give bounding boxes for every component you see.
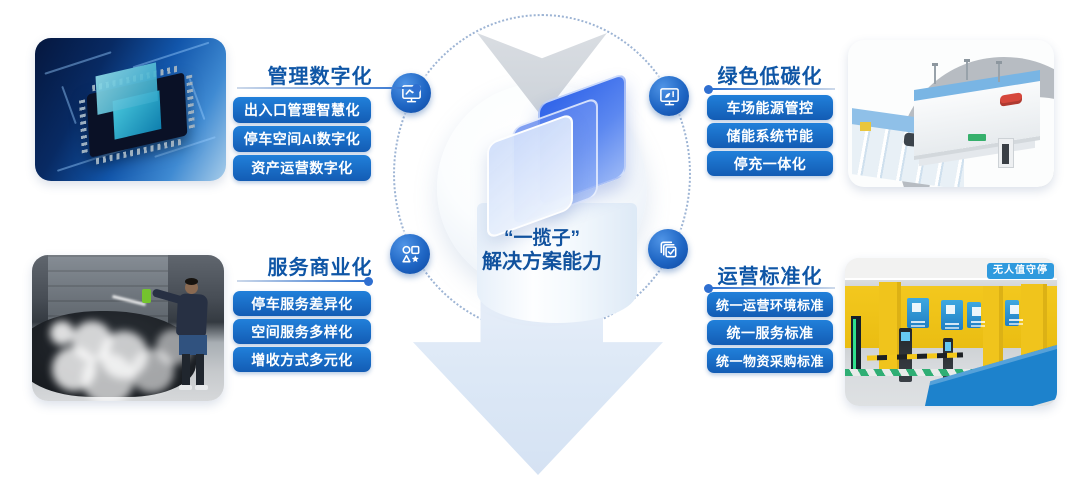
title-underline (704, 84, 835, 94)
group-title-service: 服务商业化 (267, 257, 373, 279)
pill-operation-3: 统一物资采购标准 (707, 348, 833, 373)
pill-service-3: 增收方式多元化 (233, 347, 371, 372)
pill-management-2: 停车空间AI数字化 (233, 126, 371, 152)
title-underline (237, 83, 421, 93)
pill-green-3: 停充一体化 (707, 151, 833, 176)
stacked-check-icon (648, 229, 688, 269)
title-underline (704, 283, 835, 293)
center-title: “一揽子” 解决方案能力 (458, 228, 626, 274)
pill-green-1: 车场能源管控 (707, 95, 833, 120)
worker (175, 293, 209, 337)
circuit-board-photo (35, 38, 226, 181)
wall-sign (941, 300, 963, 330)
wall-sign (967, 302, 985, 328)
title-underline (237, 276, 373, 286)
pill-management-3: 资产运营数字化 (233, 155, 371, 181)
parking-3d-render-photo (848, 40, 1054, 187)
wall-sign (907, 298, 929, 328)
car-wash-photo (32, 255, 224, 401)
payment-kiosk (943, 338, 953, 380)
eco-monitor-icon (649, 76, 689, 116)
pill-management-1: 出入口管理智慧化 (233, 97, 371, 123)
line-dot (412, 83, 421, 93)
foam (50, 321, 74, 345)
shapes-icon (390, 234, 430, 274)
line-dot (364, 276, 373, 286)
group-title-operation: 运营标准化 (717, 266, 823, 288)
line-dot (704, 84, 713, 94)
monitor-chart-icon (391, 73, 431, 113)
pill-operation-2: 统一服务标准 (707, 320, 833, 345)
entry-sign-panel (851, 316, 861, 374)
group-title-management: 管理数字化 (267, 66, 373, 88)
wall-sign (1005, 300, 1023, 326)
pill-green-2: 储能系统节能 (707, 123, 833, 148)
parking-garage-photo: 无人值守停 (845, 258, 1057, 406)
line-dot (704, 283, 713, 293)
center-title-line1: “一揽子” (503, 228, 580, 249)
group-title-green: 绿色低碳化 (717, 66, 823, 88)
pill-operation-1: 统一运营环境标准 (707, 292, 833, 317)
spray-gun (142, 289, 151, 303)
center-title-line2: 解决方案能力 (482, 251, 602, 273)
pill-service-2: 空间服务多样化 (233, 319, 371, 344)
unmanned-parking-banner: 无人值守停 (987, 263, 1054, 279)
pill-service-1: 停车服务差异化 (233, 291, 371, 316)
cpu-chip (79, 62, 195, 165)
